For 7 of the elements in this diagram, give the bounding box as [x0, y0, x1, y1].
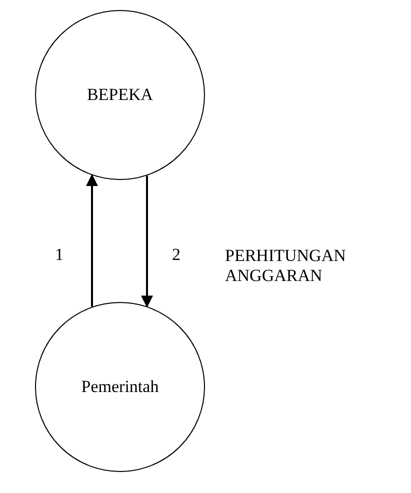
arrow [141, 176, 153, 308]
edge-label: 2 [172, 246, 180, 263]
node-label: Pemerintah [81, 377, 159, 397]
edge-label: 1 [55, 246, 64, 263]
node-label: BEPEKA [86, 85, 154, 105]
flow-description: PERHITUNGAN ANGGARAN [225, 246, 347, 286]
arrow [86, 174, 98, 307]
